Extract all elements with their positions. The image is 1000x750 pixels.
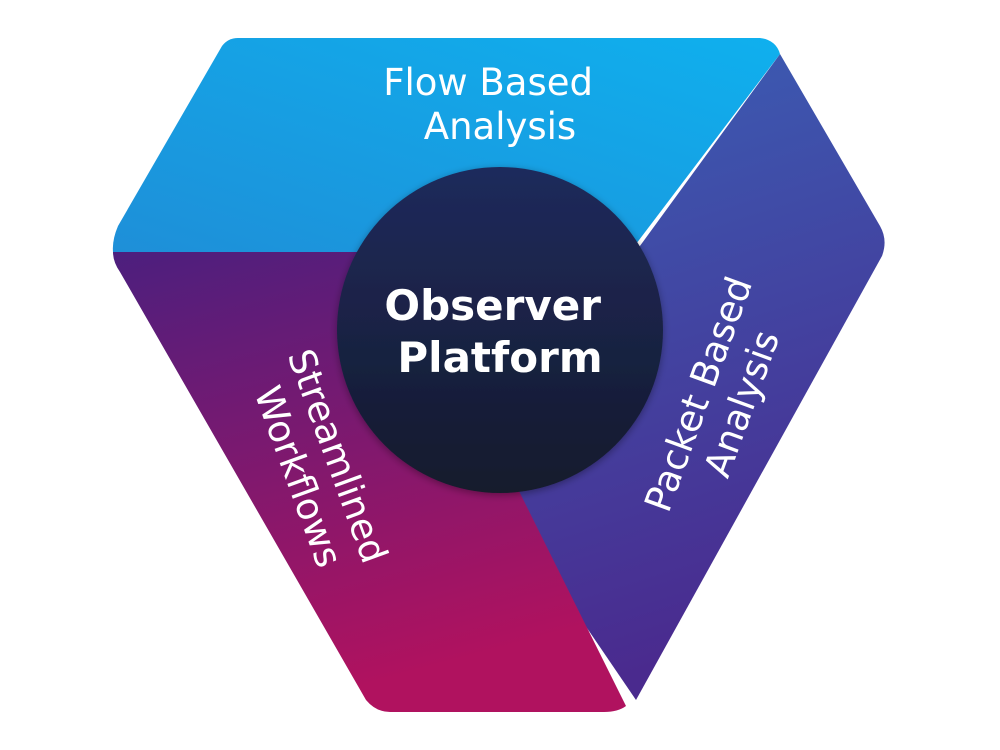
label-flow-line2: Analysis	[424, 105, 576, 148]
label-flow-line1: Flow Based	[383, 61, 593, 104]
center-title: Observer Platform	[384, 281, 615, 382]
center-title-line2: Platform	[397, 333, 602, 382]
segment-top-flow-based-analysis	[112, 38, 781, 252]
label-flow-based-analysis: Flow Based Analysis	[383, 61, 605, 148]
segment-right-packet-based-analysis	[478, 54, 885, 700]
center-circle	[337, 167, 663, 493]
segment-left-streamlined-workflows	[113, 252, 626, 712]
center-title-line1: Observer	[384, 281, 601, 330]
